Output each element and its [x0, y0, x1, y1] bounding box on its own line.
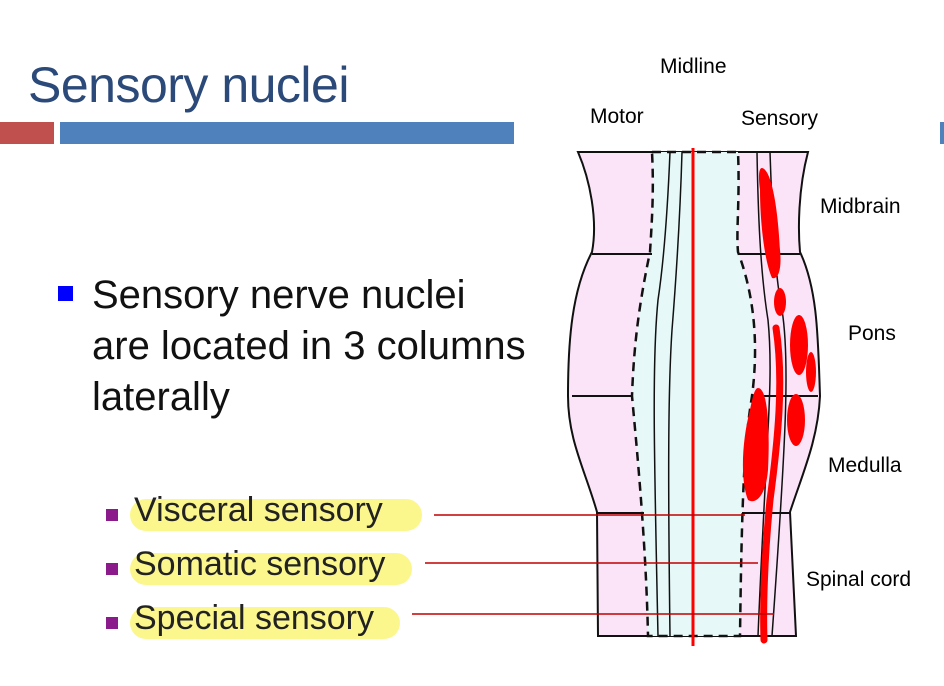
highlight-mark	[130, 499, 422, 531]
nucleus-mesencephalic	[758, 168, 781, 279]
title-accent-stub	[940, 122, 944, 144]
sub-bullet-marker	[106, 617, 118, 629]
label-sensory: Sensory	[741, 107, 819, 130]
nucleus-pontine-lateral	[790, 315, 808, 375]
sub-bullet-text: Visceral sensory	[134, 491, 383, 529]
column-line	[667, 151, 683, 637]
nucleus-medullary-lateral	[787, 394, 805, 446]
main-bullet-marker	[58, 286, 73, 301]
label-spinal-cord: Spinal cord	[806, 568, 912, 591]
label-medulla: Medulla	[828, 454, 902, 477]
sub-bullet-marker	[106, 563, 118, 575]
nucleus-spinal-trigeminal	[760, 324, 784, 644]
column-line	[653, 151, 671, 637]
nucleus-pontine-edge	[806, 352, 816, 392]
title-accent-red	[0, 122, 54, 144]
label-midbrain: Midbrain	[820, 195, 901, 218]
label-motor: Motor	[590, 105, 644, 128]
label-midline: Midline	[660, 55, 727, 78]
sub-bullet-text: Special sensory	[134, 599, 375, 637]
nucleus-solitary	[742, 388, 769, 502]
sub-bullet-text: Somatic sensory	[134, 545, 386, 583]
label-pons: Pons	[848, 322, 896, 345]
slide-title: Sensory nuclei	[28, 57, 349, 113]
title-accent-blue	[60, 122, 514, 144]
highlight-mark	[130, 553, 412, 585]
main-bullet-text: Sensory nerve nuclei are located in 3 co…	[92, 273, 526, 419]
sub-bullet-marker	[106, 509, 118, 521]
column-line	[756, 151, 771, 637]
nucleus-pontine-small	[774, 288, 786, 316]
highlight-mark	[130, 607, 400, 639]
